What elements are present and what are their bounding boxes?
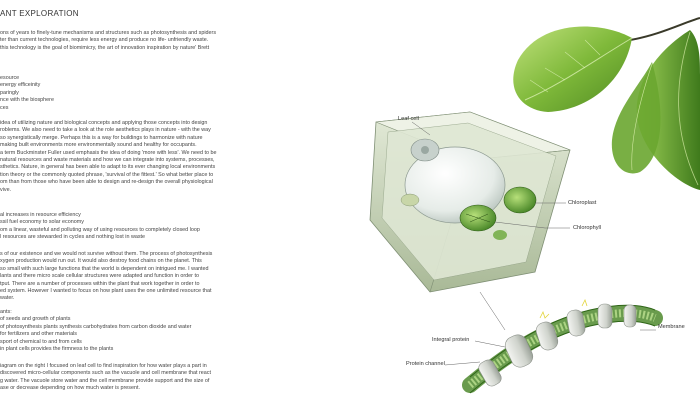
leaf-middle <box>611 62 661 174</box>
protein-channel <box>478 359 502 387</box>
label-chloroplast: Chloroplast <box>568 200 597 206</box>
efficiency-list: al increases in resource efficiency ssil… <box>0 212 200 241</box>
label-chlorophyll: Chlorophyll <box>573 225 601 231</box>
leaf-main <box>513 26 632 112</box>
label-leaf-cell: Leaf cell <box>398 116 419 122</box>
leaf-cell-illustration <box>369 111 571 331</box>
membrane-illustration <box>462 298 663 394</box>
label-integral-protein: Integral protein <box>432 337 470 343</box>
label-protein-channel: Protein channel <box>406 361 445 367</box>
water-uses-list: ants: of seeds and growth of plants of p… <box>0 309 192 353</box>
leaf-cell-paragraph: iagram on the right I focused on leaf ce… <box>0 363 211 392</box>
page-title: ANT EXPLORATION <box>0 9 79 18</box>
resource-list: esource energy efficeinity paringly nce … <box>0 75 54 111</box>
integral-protein <box>504 334 534 368</box>
intro-paragraph: ons of years to finely-tune mechanisms a… <box>0 30 217 51</box>
label-membrane: Membrane <box>658 324 685 330</box>
stem <box>629 17 700 41</box>
vacuole <box>404 146 506 224</box>
chloroplast <box>503 186 537 214</box>
photosynthesis-paragraph: s of our existence and we would not surv… <box>0 251 213 302</box>
leaves-illustration <box>513 17 700 190</box>
biomimicry-paragraph: idea of utilizing nature and biological … <box>0 120 217 193</box>
